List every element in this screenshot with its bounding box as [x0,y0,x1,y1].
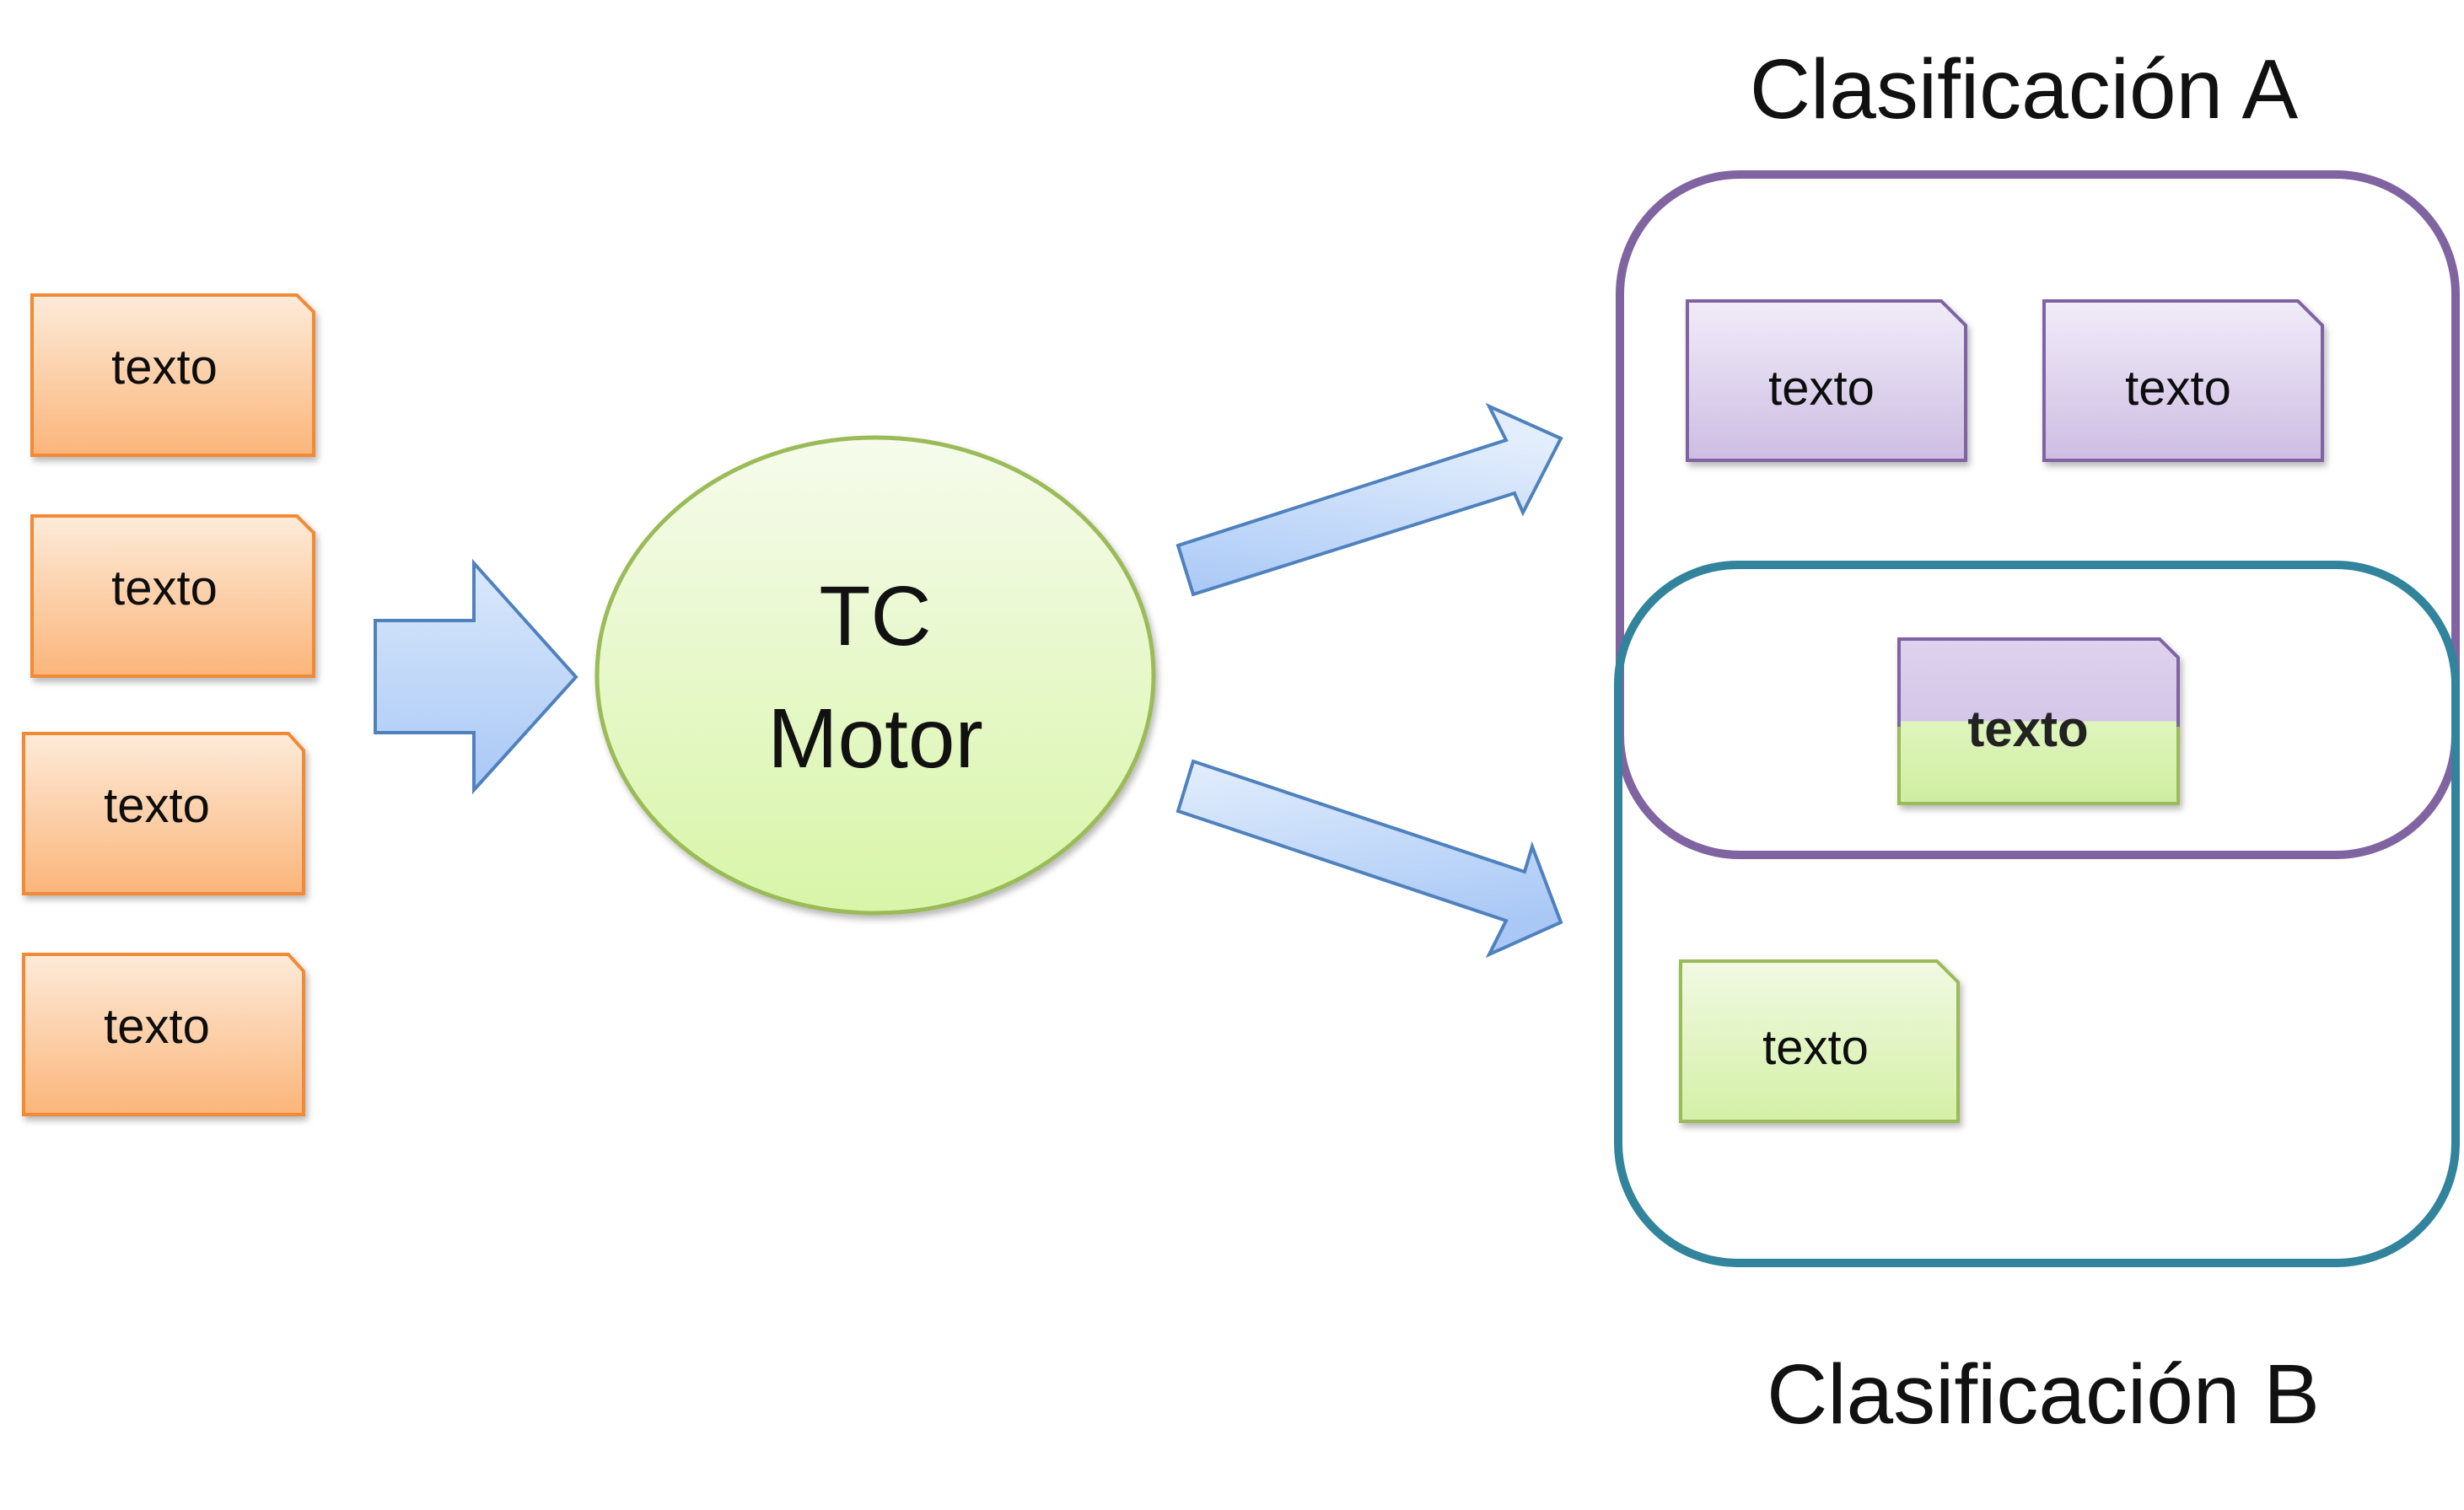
input-document-1: texto [30,293,315,457]
classification-a-document-label: texto [1768,361,1875,416]
engine-label-line2: Motor [767,691,983,786]
input-document-3: texto [22,732,305,895]
arrow-to-classification-b [1176,759,1563,959]
input-document-label: texto [104,999,210,1054]
classification-b-document-label: texto [1762,1020,1869,1075]
classification-b-group [1614,561,2460,1267]
input-document-label: texto [111,561,218,615]
shared-document: texto [1897,637,2180,805]
engine-label-line1: TC [819,569,931,664]
input-document-label: texto [104,778,210,833]
tc-motor-engine [594,435,1156,916]
classification-b-document-1: texto [1679,959,1960,1123]
classification-a-group [1616,170,2460,859]
shared-document-label: texto [1967,701,2088,757]
classification-a-title: Clasificación A [1750,42,2299,137]
classification-a-document-label: texto [2125,361,2231,416]
classification-b-title: Clasificación B [1767,1347,2320,1442]
input-document-2: texto [30,514,315,678]
arrow-to-classification-a [1176,402,1563,597]
input-document-label: texto [111,340,218,395]
input-document-4: texto [22,953,305,1116]
classification-a-document-1: texto [1686,299,1967,462]
classification-a-document-2: texto [2042,299,2324,462]
input-arrow [374,558,578,795]
